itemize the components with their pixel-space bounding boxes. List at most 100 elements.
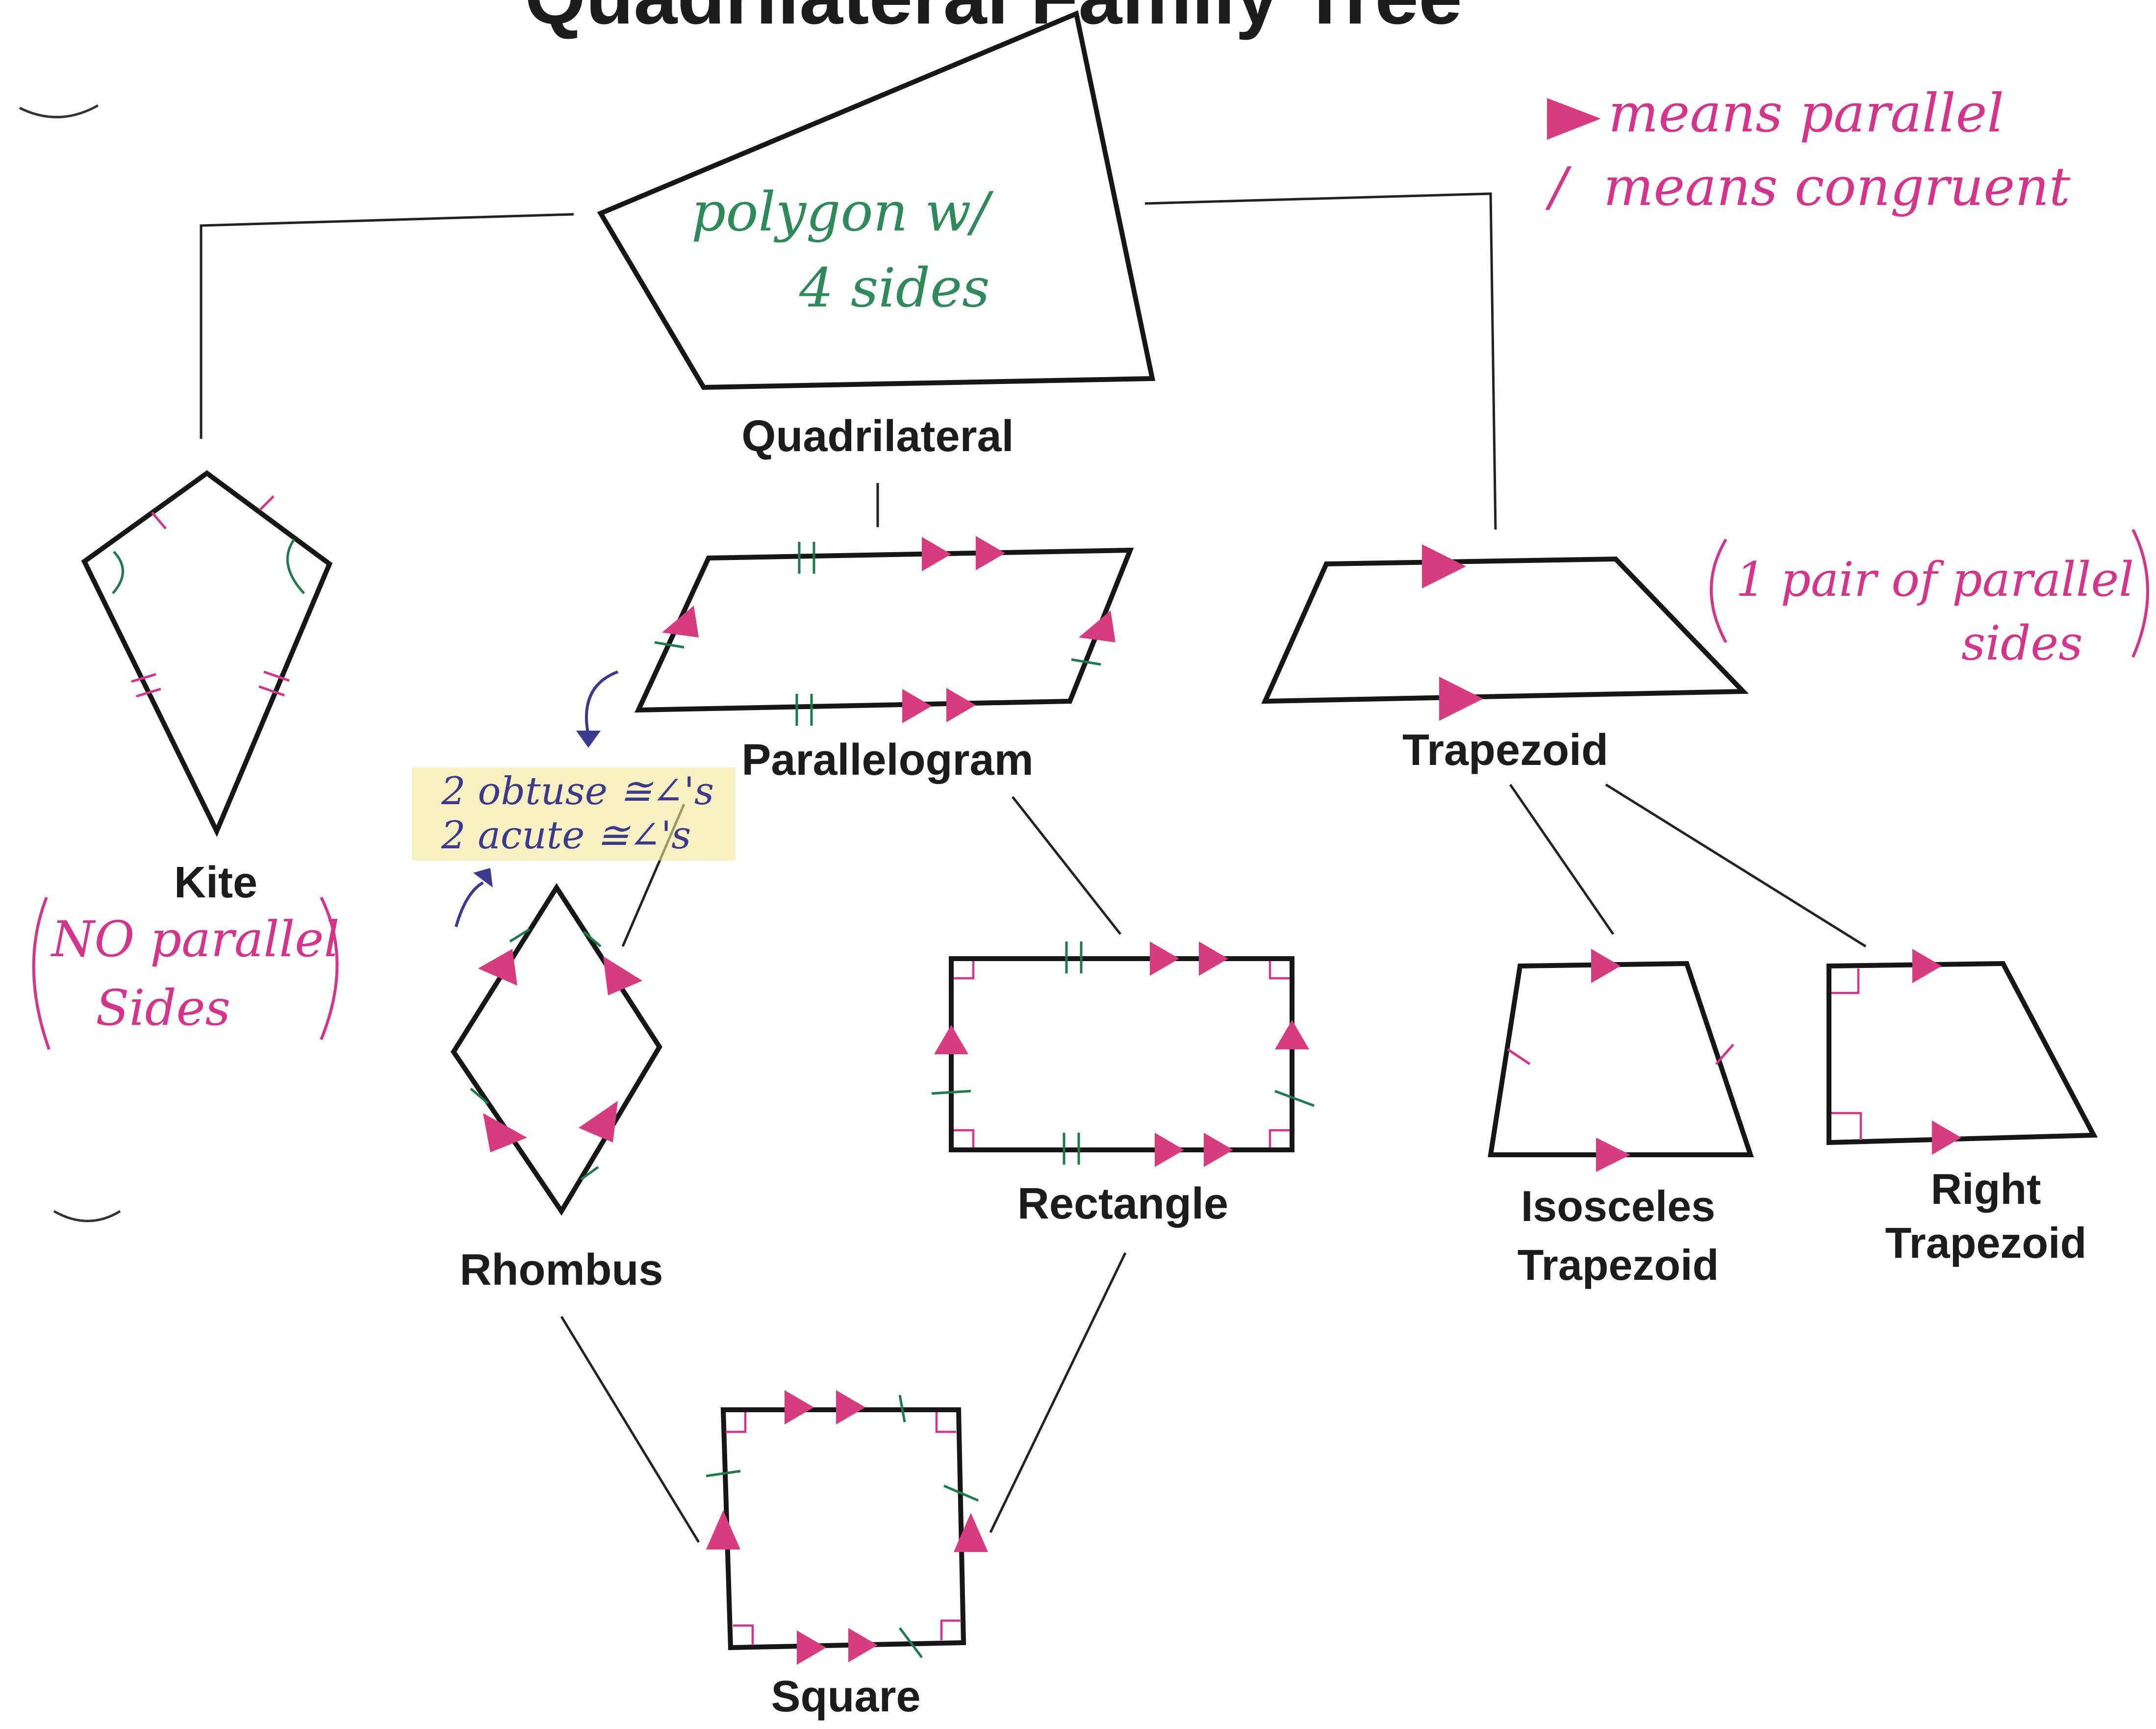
triangle-arrow-icon bbox=[662, 606, 699, 637]
slash-tick-icon bbox=[899, 1627, 923, 1658]
quadrilateral-note-line2: 4 sides bbox=[799, 256, 990, 319]
quadrilateral-note-line1: polygon w/ bbox=[691, 180, 994, 243]
triangle-arrow-icon bbox=[483, 1113, 527, 1152]
triangle-arrow-icon bbox=[836, 1390, 865, 1424]
triangle-arrow-icon bbox=[478, 949, 517, 986]
triangle-arrow-icon bbox=[946, 688, 976, 722]
slash-tick-icon bbox=[943, 1484, 979, 1502]
slash-tick-icon: / bbox=[1545, 156, 1572, 218]
slash-tick-icon bbox=[706, 1470, 741, 1477]
slash-tick-icon bbox=[470, 1088, 489, 1104]
page-title: Quadrilateral Family Tree bbox=[525, 0, 1462, 40]
kite-node: Kite NO parallel Sides bbox=[32, 470, 339, 1050]
connector-trapezoid-right bbox=[1605, 783, 1867, 948]
trapezoid-note-line1: 1 pair of parallel bbox=[1736, 552, 2134, 607]
isosceles-trapezoid-node: Isosceles Trapezoid bbox=[1488, 949, 1754, 1289]
slash-tick-icon bbox=[583, 931, 602, 947]
quadrilateral-shape bbox=[597, 10, 1156, 390]
slash-tick-icon bbox=[1507, 1048, 1531, 1066]
binder-hole-mark bbox=[53, 1210, 121, 1222]
triangle-arrow-icon bbox=[1932, 1120, 1961, 1155]
arrowhead-icon bbox=[473, 868, 493, 888]
slash-tick-icon bbox=[1274, 1090, 1315, 1107]
triangle-arrow-icon bbox=[706, 1510, 740, 1550]
triangle-arrow-icon bbox=[1204, 1133, 1233, 1167]
slash-tick-icon bbox=[1715, 1043, 1734, 1065]
slash-tick-icon bbox=[259, 495, 275, 511]
legend-congruent: means congruent bbox=[1603, 156, 2071, 218]
slash-tick-icon bbox=[1071, 658, 1101, 666]
parallelogram-label: Parallelogram bbox=[741, 736, 1033, 785]
right-angle-icon bbox=[954, 961, 975, 980]
triangle-arrow-icon bbox=[902, 689, 932, 723]
rhombus-label: Rhombus bbox=[460, 1246, 663, 1295]
rhombus-node: Rhombus bbox=[451, 883, 663, 1295]
triangle-arrow-icon bbox=[797, 1630, 826, 1665]
triangle-arrow-icon bbox=[934, 1025, 968, 1054]
triangle-arrow-icon bbox=[1079, 610, 1116, 642]
slash-tick-icon bbox=[509, 928, 531, 943]
angle-arc-icon bbox=[112, 551, 124, 594]
triangle-arrow-icon bbox=[1199, 941, 1228, 976]
isosceles-trapezoid-shape bbox=[1488, 961, 1754, 1157]
triangle-arrow-icon bbox=[1150, 941, 1179, 976]
slash-tick-icon bbox=[151, 511, 167, 530]
triangle-arrow-icon bbox=[1591, 949, 1621, 983]
kite-note-line1: NO parallel bbox=[51, 911, 339, 968]
curved-arrow-icon bbox=[455, 881, 484, 927]
legend: means parallel / means congruent bbox=[1545, 83, 2071, 218]
trapezoid-label: Trapezoid bbox=[1402, 726, 1608, 775]
tree-connectors bbox=[200, 192, 1867, 1543]
slash-tick-icon bbox=[263, 670, 290, 682]
right-trapezoid-node: Right Trapezoid bbox=[1826, 949, 2098, 1267]
rhombus-shape bbox=[451, 883, 662, 1216]
connector-quadrilateral-trapezoid bbox=[1144, 192, 1497, 530]
right-trapezoid-label-line1: Right bbox=[1931, 1165, 2041, 1213]
square-shape bbox=[720, 1407, 966, 1651]
square-label: Square bbox=[771, 1672, 920, 1721]
slash-tick-icon bbox=[258, 685, 285, 697]
triangle-arrow-icon bbox=[954, 1513, 988, 1552]
triangle-arrow-icon bbox=[848, 1628, 878, 1662]
triangle-arrow-icon bbox=[976, 536, 1005, 570]
rectangle-label: Rectangle bbox=[1017, 1179, 1228, 1228]
binder-hole-mark bbox=[19, 104, 99, 119]
triangle-arrow-icon bbox=[1547, 98, 1601, 140]
kite-label: Kite bbox=[174, 858, 257, 907]
triangle-arrow-icon bbox=[603, 956, 642, 995]
right-angle-icon bbox=[1831, 968, 1860, 994]
triangle-arrow-icon bbox=[1275, 1020, 1309, 1049]
trapezoid-note-bracket-right bbox=[2131, 529, 2149, 658]
slash-tick-icon bbox=[131, 673, 156, 683]
triangle-arrow-icon bbox=[1422, 544, 1466, 588]
slash-tick-icon bbox=[580, 1166, 599, 1181]
square-node: Square bbox=[706, 1390, 988, 1721]
kite-note-line2: Sides bbox=[96, 979, 230, 1037]
triangle-arrow-icon bbox=[579, 1101, 618, 1143]
quadrilateral-label: Quadrilateral bbox=[741, 412, 1014, 461]
triangle-arrow-icon bbox=[1596, 1138, 1630, 1172]
connector-quadrilateral-kite bbox=[200, 213, 574, 439]
arrowhead-icon bbox=[576, 731, 601, 748]
trapezoid-note-bracket-left bbox=[1710, 538, 1727, 643]
parallelogram-note-highlight bbox=[412, 767, 736, 861]
kite-note-bracket-right bbox=[320, 896, 339, 1041]
slash-tick-icon bbox=[136, 687, 161, 698]
right-angle-icon bbox=[733, 1624, 754, 1645]
triangle-arrow-icon bbox=[922, 537, 951, 571]
right-angle-icon bbox=[1268, 961, 1290, 980]
connector-trapezoid-isosceles bbox=[1509, 784, 1615, 935]
parallelogram-shape bbox=[634, 547, 1134, 713]
connector-parallelogram-rectangle bbox=[1012, 796, 1121, 935]
connector-rectangle-square bbox=[989, 1252, 1127, 1533]
right-angle-icon bbox=[1831, 1112, 1862, 1140]
right-angle-icon bbox=[940, 1619, 961, 1640]
parallelogram-note-line2: 2 acute ≅∠'s bbox=[441, 814, 691, 858]
parallelogram-note-line1: 2 obtuse ≅∠'s bbox=[441, 769, 714, 814]
triangle-arrow-icon bbox=[1912, 949, 1942, 983]
slash-tick-icon bbox=[931, 1090, 971, 1095]
angle-arc-icon bbox=[286, 538, 305, 594]
rectangle-shape bbox=[949, 956, 1294, 1152]
rectangle-node: Rectangle bbox=[931, 941, 1315, 1228]
